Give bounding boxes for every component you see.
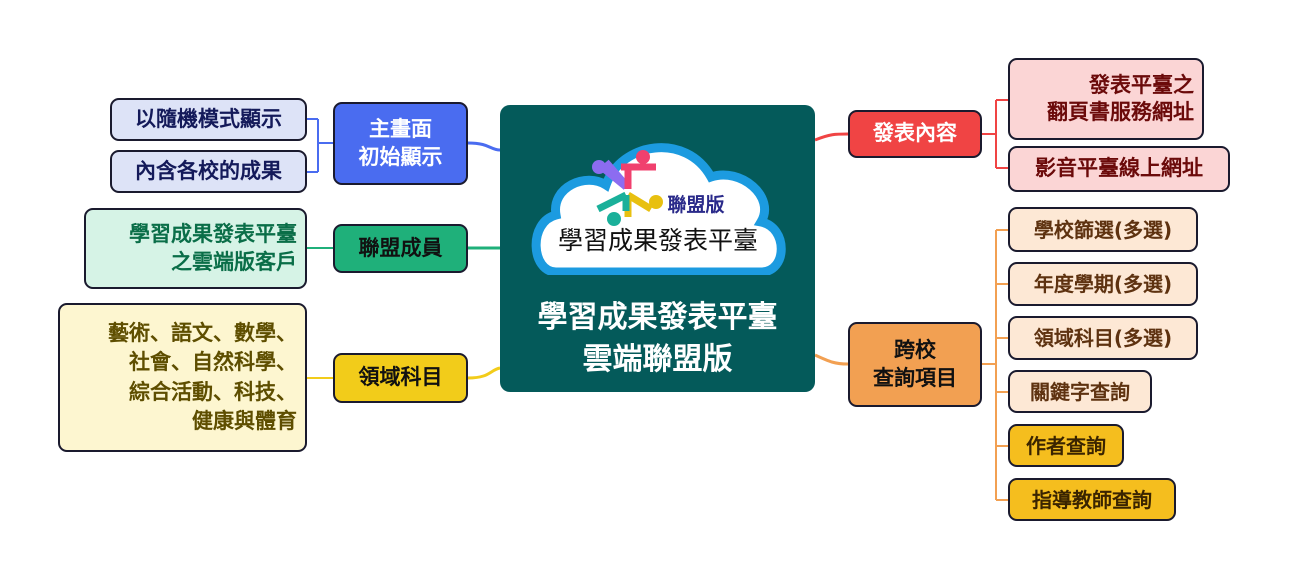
logo-badge: 聯盟版 bbox=[667, 193, 724, 216]
topic-publish-content[interactable]: 發表內容 bbox=[848, 110, 982, 158]
subtopic-flipbook-url[interactable]: 發表平臺之 翻頁書服務網址 bbox=[1008, 58, 1204, 140]
central-title: 學習成果發表平臺 雲端聯盟版 bbox=[500, 297, 815, 381]
query-author[interactable]: 作者查詢 bbox=[1008, 424, 1124, 467]
subtopic-cloud-clients[interactable]: 學習成果發表平臺 之雲端版客戶 bbox=[84, 208, 307, 289]
people-icon bbox=[592, 150, 663, 226]
query-year-term[interactable]: 年度學期(多選) bbox=[1008, 262, 1198, 306]
topic-subjects[interactable]: 領域科目 bbox=[333, 353, 468, 403]
topic-members[interactable]: 聯盟成員 bbox=[333, 224, 468, 273]
query-school-filter[interactable]: 學校篩選(多選) bbox=[1008, 207, 1198, 252]
topic-main-screen[interactable]: 主畫面 初始顯示 bbox=[333, 102, 468, 185]
subtopic-random-mode[interactable]: 以隨機模式顯示 bbox=[110, 98, 307, 141]
cloud-logo: 聯盟版 學習成果發表平臺 bbox=[531, 143, 786, 275]
subtopic-school-results[interactable]: 內含各校的成果 bbox=[110, 150, 307, 193]
central-title-line1: 學習成果發表平臺 bbox=[537, 300, 778, 335]
central-title-line2: 雲端聯盟版 bbox=[582, 342, 733, 377]
query-keyword[interactable]: 關鍵字查詢 bbox=[1008, 370, 1152, 413]
topic-cross-school-query[interactable]: 跨校 查詢項目 bbox=[848, 322, 982, 407]
central-topic[interactable]: 聯盟版 學習成果發表平臺 學習成果發表平臺 雲端聯盟版 bbox=[500, 105, 815, 392]
subtopic-subject-list[interactable]: 藝術、語文、數學、 社會、自然科學、 綜合活動、科技、 健康與體育 bbox=[58, 303, 307, 452]
subtopic-video-url[interactable]: 影音平臺線上網址 bbox=[1008, 146, 1230, 192]
logo-text: 學習成果發表平臺 bbox=[558, 226, 758, 255]
query-subject[interactable]: 領域科目(多選) bbox=[1008, 316, 1198, 360]
query-advisor[interactable]: 指導教師查詢 bbox=[1008, 478, 1176, 521]
